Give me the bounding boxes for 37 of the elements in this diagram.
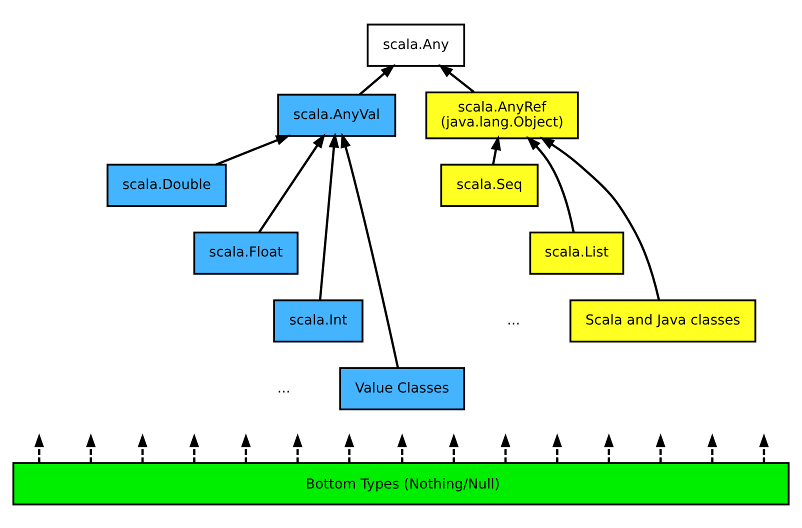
node-box: scala.AnyVal bbox=[277, 93, 396, 136]
arrow bbox=[526, 136, 575, 232]
node-box: scala.Double bbox=[106, 163, 227, 206]
arrow bbox=[438, 64, 475, 92]
arrow bbox=[340, 132, 400, 368]
node-box: Value Classes bbox=[339, 366, 466, 410]
arrow bbox=[34, 432, 44, 463]
node-box: scala.Seq bbox=[440, 163, 539, 206]
arrow bbox=[540, 136, 660, 300]
arrow bbox=[215, 134, 291, 166]
arrow bbox=[318, 132, 340, 300]
node-box: scala.Int bbox=[273, 298, 364, 342]
arrow bbox=[759, 432, 769, 463]
arrow bbox=[552, 432, 562, 463]
arrow bbox=[397, 432, 407, 463]
arrow bbox=[707, 432, 718, 463]
node-box: Bottom Types (Nothing/Null) bbox=[12, 462, 790, 505]
arrow bbox=[241, 432, 251, 463]
node-box: scala.Float bbox=[193, 231, 299, 274]
arrow bbox=[604, 432, 614, 463]
arrow bbox=[500, 432, 510, 463]
arrow bbox=[189, 432, 200, 463]
label: ... bbox=[277, 380, 290, 396]
arrow bbox=[656, 432, 666, 463]
arrow bbox=[258, 132, 326, 232]
arrow bbox=[358, 63, 396, 95]
arrow bbox=[86, 432, 96, 463]
node-box: scala.List bbox=[529, 231, 624, 274]
node-box: scala.AnyRef (java.lang.Object) bbox=[425, 90, 579, 139]
label: ... bbox=[506, 312, 520, 328]
arrow bbox=[138, 432, 148, 463]
arrow bbox=[490, 134, 501, 164]
node-box: Scala and Java classes bbox=[570, 298, 756, 342]
arrow bbox=[449, 432, 459, 463]
node-box: scala.Any bbox=[366, 23, 466, 66]
arrow bbox=[292, 432, 302, 463]
arrow bbox=[344, 432, 354, 463]
